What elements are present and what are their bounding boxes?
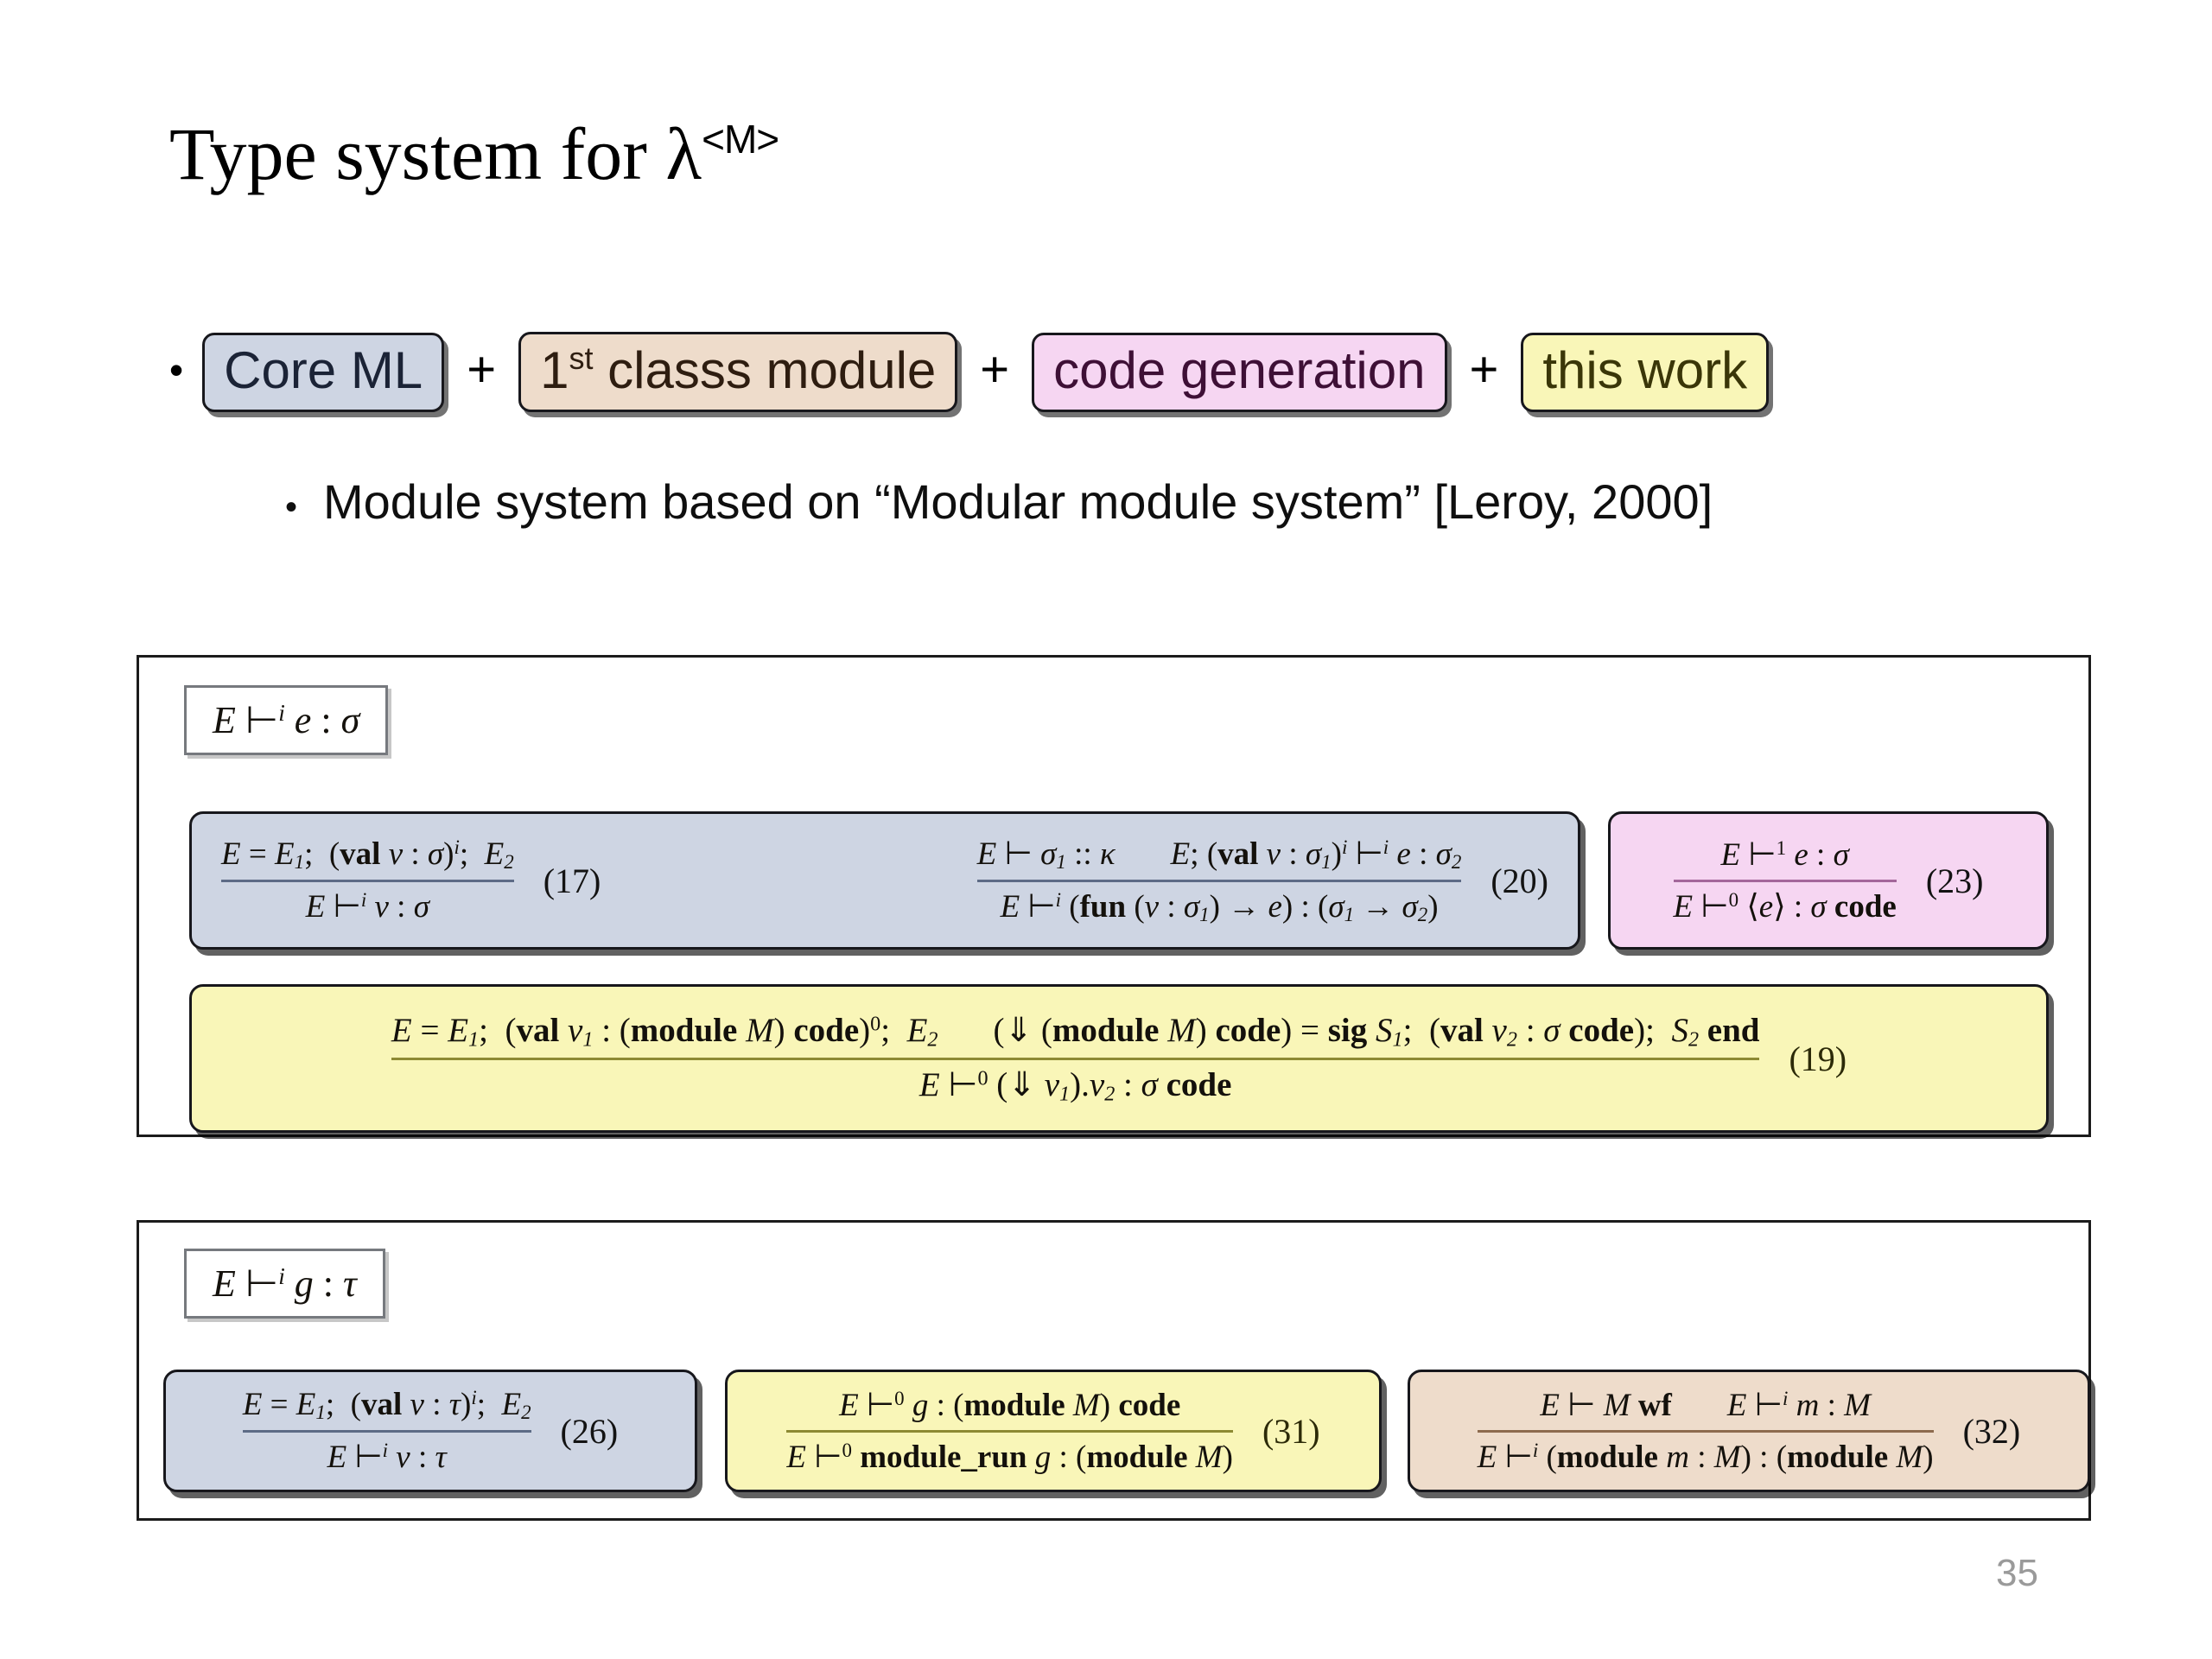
rule-23-premises: E ⊢1 e : σ <box>1721 836 1849 874</box>
rule-31-bar <box>786 1430 1233 1433</box>
rule-26-bar <box>242 1430 531 1433</box>
rule-20-premise-2: E; (val v : σ1)i ⊢i e : σ2 <box>1170 836 1462 873</box>
judgment-structure-typing: E ⊢i g : τ <box>184 1249 385 1319</box>
rule-26-conclusion-row: E ⊢i v : τ <box>327 1438 447 1476</box>
sub-bullet-marker-icon: • <box>285 488 298 526</box>
judgment-expression-formula: E ⊢i e : σ <box>213 699 360 741</box>
rule-31-conclusion-row: E ⊢0 module_run g : (module M) <box>786 1438 1233 1476</box>
rule-19-bar <box>391 1058 1760 1060</box>
rule-26-premises: E = E1; (val v : τ)i; E2 <box>243 1386 531 1424</box>
tag-first-class-module-prefix: 1 <box>540 341 569 399</box>
page-title: Type system for λ<M> <box>169 111 779 197</box>
rule-17-conclusion-row: E ⊢i v : σ <box>306 887 429 925</box>
rule-32-number: (32) <box>1962 1411 2021 1451</box>
rule-box-blue-expressions: E = E1; (val v : σ)i; E2 E ⊢i v : σ (17)… <box>189 811 1580 950</box>
tag-first-class-module-sup: st <box>569 340 594 376</box>
rule-32-conclusion-row: E ⊢i (module m : M) : (module M) <box>1478 1438 1934 1476</box>
rule-23-premise-1: E ⊢1 e : σ <box>1720 837 1849 873</box>
rule-box-blue-structures: E = E1; (val v : τ)i; E2 E ⊢i v : τ (26) <box>163 1370 697 1492</box>
rule-31-number: (31) <box>1262 1411 1320 1451</box>
rule-box-peach-module-packing: E ⊢ M wf E ⊢i m : M E ⊢i (module m : M) … <box>1408 1370 2090 1492</box>
page-number: 35 <box>1996 1552 2038 1594</box>
panel-expression-typing: E ⊢i e : σ E = E1; (val v : σ)i; E2 E ⊢i… <box>137 655 2091 1137</box>
rule-32-bar <box>1477 1430 1934 1433</box>
rule-26-number: (26) <box>560 1411 619 1451</box>
rule-32-inference: E ⊢ M wf E ⊢i m : M E ⊢i (module m : M) … <box>1477 1386 1934 1476</box>
rule-23-conclusion: E ⊢0 ⟨e⟩ : σ code <box>1673 889 1897 925</box>
rule-32-premise-1: E ⊢ M wf <box>1540 1388 1672 1423</box>
bullet-marker-icon: • <box>169 346 184 392</box>
tag-core-ml[interactable]: Core ML <box>202 332 445 412</box>
rule-23-bar <box>1673 880 1897 882</box>
rule-31-conclusion: E ⊢0 module_run g : (module M) <box>786 1440 1233 1475</box>
plus-sign-3: + <box>1469 341 1499 397</box>
rule-19-premises: E = E1; (val v1 : (module M) code)0; E2 … <box>391 1011 1760 1052</box>
rule-26-conclusion: E ⊢i v : τ <box>327 1440 447 1476</box>
rule-19-inference: E = E1; (val v1 : (module M) code)0; E2 … <box>391 1011 1760 1107</box>
sub-bullet-text: Module system based on “Modular module s… <box>323 474 1713 529</box>
rule-20-number: (20) <box>1491 861 1548 900</box>
plus-sign-2: + <box>980 341 1010 397</box>
rule-31-premise-1: E ⊢0 g : (module M) code <box>839 1388 1181 1423</box>
rule-20-premises: E ⊢ σ1 :: κ E; (val v : σ1)i ⊢i e : σ2 <box>977 835 1462 874</box>
rule-19-conclusion: E ⊢0 (⇓ v1).v2 : σ code <box>918 1066 1232 1106</box>
rule-17-conclusion: E ⊢i v : σ <box>305 889 429 925</box>
panel-structure-typing: E ⊢i g : τ E = E1; (val v : τ)i; E2 E ⊢i… <box>137 1220 2091 1521</box>
rule-26: E = E1; (val v : τ)i; E2 E ⊢i v : τ (26) <box>242 1386 619 1476</box>
rule-17-inference: E = E1; (val v : σ)i; E2 E ⊢i v : σ <box>221 836 514 925</box>
rule-17-bar <box>221 880 514 883</box>
rule-32-premises: E ⊢ M wf E ⊢i m : M <box>1540 1386 1871 1424</box>
rule-31-inference: E ⊢0 g : (module M) code E ⊢0 module_run… <box>786 1386 1233 1476</box>
rule-20-inference: E ⊢ σ1 :: κ E; (val v : σ1)i ⊢i e : σ2 E… <box>976 835 1462 926</box>
rule-31: E ⊢0 g : (module M) code E ⊢0 module_run… <box>786 1386 1320 1476</box>
rule-20: E ⊢ σ1 :: κ E; (val v : σ1)i ⊢i e : σ2 E… <box>976 835 1548 926</box>
rule-20-premise-1: E ⊢ σ1 :: κ <box>976 836 1116 873</box>
rule-19: E = E1; (val v1 : (module M) code)0; E2 … <box>391 1011 1847 1107</box>
rule-23-number: (23) <box>1925 861 1984 900</box>
rule-23-conclusion-row: E ⊢0 ⟨e⟩ : σ code <box>1674 887 1897 925</box>
rule-20-bar <box>976 880 1462 882</box>
rule-26-premise-1: E = E1; (val v : τ)i; E2 <box>242 1386 531 1424</box>
tag-first-class-module[interactable]: 1st classs module <box>518 332 958 412</box>
topic-bullet-row: • Core ML + 1st classs module + code gen… <box>169 332 1770 412</box>
plus-sign-1: + <box>467 341 497 397</box>
rule-box-yellow-module-code-projection: E = E1; (val v1 : (module M) code)0; E2 … <box>189 984 2049 1133</box>
rule-17: E = E1; (val v : σ)i; E2 E ⊢i v : σ (17) <box>221 836 601 925</box>
tag-first-class-module-rest: classs module <box>593 341 937 399</box>
judgment-structure-formula: E ⊢i g : τ <box>213 1262 357 1305</box>
page-title-superscript: <M> <box>702 117 779 162</box>
tag-code-generation-label: code generation <box>1053 340 1426 399</box>
rule-box-yellow-module-run: E ⊢0 g : (module M) code E ⊢0 module_run… <box>725 1370 1382 1492</box>
rule-23-inference: E ⊢1 e : σ E ⊢0 ⟨e⟩ : σ code <box>1673 836 1897 925</box>
rule-20-conclusion-row: E ⊢i (fun (v : σ1) → e) : (σ1 → σ2) <box>1001 887 1439 926</box>
rule-19-conclusion-row: E ⊢0 (⇓ v1).v2 : σ code <box>919 1065 1232 1106</box>
rule-32: E ⊢ M wf E ⊢i m : M E ⊢i (module m : M) … <box>1477 1386 2021 1476</box>
rule-box-pink-code-quote: E ⊢1 e : σ E ⊢0 ⟨e⟩ : σ code (23) <box>1608 811 2049 950</box>
rule-32-conclusion: E ⊢i (module m : M) : (module M) <box>1477 1440 1934 1475</box>
page-title-text: Type system for λ <box>169 112 702 195</box>
rule-20-conclusion: E ⊢i (fun (v : σ1) → e) : (σ1 → σ2) <box>1000 889 1439 926</box>
rule-19-number: (19) <box>1789 1039 1847 1078</box>
rule-31-premises: E ⊢0 g : (module M) code <box>839 1386 1180 1424</box>
rule-17-premise-1: E = E1; (val v : σ)i; E2 <box>221 836 514 874</box>
judgment-expression-typing: E ⊢i e : σ <box>184 685 389 755</box>
rule-17-number: (17) <box>543 861 601 900</box>
rule-32-premise-2: E ⊢i m : M <box>1726 1388 1871 1423</box>
rule-23: E ⊢1 e : σ E ⊢0 ⟨e⟩ : σ code (23) <box>1673 836 1984 925</box>
tag-this-work-label: this work <box>1542 340 1748 399</box>
sub-bullet-module-system: • Module system based on “Modular module… <box>285 474 1713 530</box>
tag-this-work[interactable]: this work <box>1521 332 1770 412</box>
rule-17-premises: E = E1; (val v : σ)i; E2 <box>221 836 514 874</box>
rule-19-premise-2: (⇓ (module M) code) = sig S1; (val v2 : … <box>993 1011 1760 1051</box>
rule-26-inference: E = E1; (val v : τ)i; E2 E ⊢i v : τ <box>242 1386 531 1476</box>
tag-core-ml-label: Core ML <box>224 340 423 399</box>
tag-code-generation[interactable]: code generation <box>1032 332 1447 412</box>
rule-19-premise-1: E = E1; (val v1 : (module M) code)0; E2 <box>391 1011 938 1051</box>
